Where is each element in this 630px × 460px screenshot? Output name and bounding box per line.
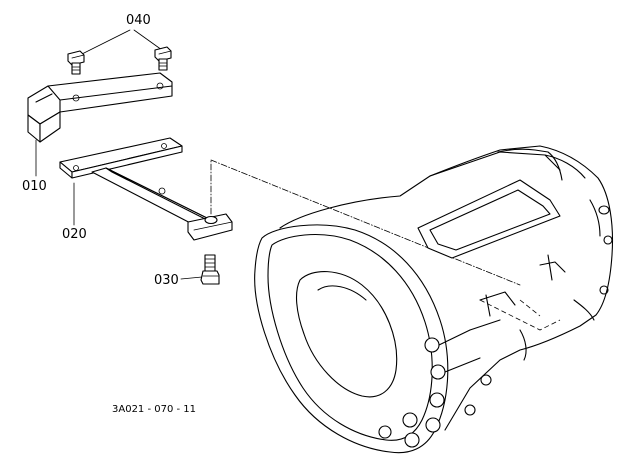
leader-line xyxy=(133,29,163,51)
callout-030: 030 xyxy=(154,273,203,288)
bolt-030 xyxy=(200,254,220,285)
callout-label-020: 020 xyxy=(62,227,87,242)
bolt-040-right xyxy=(154,46,172,71)
bracket-020 xyxy=(59,137,233,241)
leader-line xyxy=(79,29,131,56)
callout-label-030: 030 xyxy=(154,273,179,288)
leader-line xyxy=(180,276,203,280)
callout-020: 020 xyxy=(62,182,87,242)
callout-040: 040 xyxy=(79,13,163,56)
cover-010 xyxy=(27,72,173,143)
callout-010: 010 xyxy=(22,139,47,194)
transmission-housing xyxy=(254,145,614,454)
assembly-lines xyxy=(210,159,521,286)
callout-label-040: 040 xyxy=(126,13,151,28)
callout-label-010: 010 xyxy=(22,179,47,194)
drawing-code: 3A021 - 070 - 11 xyxy=(112,404,196,415)
bolt-040-left xyxy=(67,50,85,75)
